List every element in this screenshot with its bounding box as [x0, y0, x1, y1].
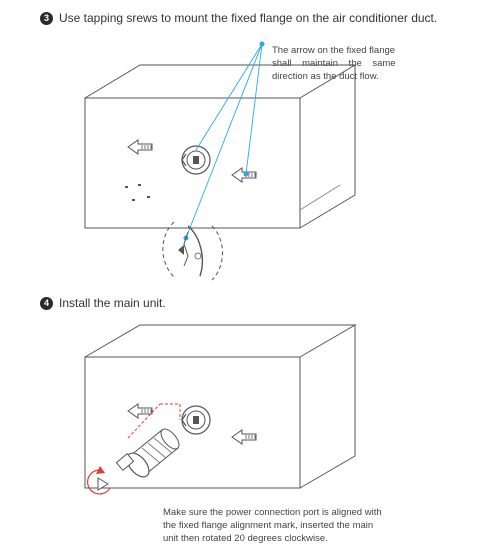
step-4-text: Install the main unit. — [59, 296, 166, 310]
screw-icon — [125, 184, 150, 201]
flange-detail-zoom — [162, 221, 223, 281]
duct-top-face — [84, 324, 357, 358]
step-4-badge: 4 — [40, 296, 53, 310]
leader-dot — [259, 41, 265, 47]
flange-icon — [181, 405, 211, 435]
step-3-note: The arrow on the fixed flange shall main… — [272, 44, 412, 83]
step-3-note-line: direction as the duct flow. — [272, 71, 379, 82]
step-3-duct-illustration — [84, 64, 357, 229]
step-3-note-line: shall maintain the same — [272, 58, 396, 69]
leader-lines — [185, 43, 263, 239]
step-4-arrow-right — [231, 429, 257, 445]
step-3-arrow-left — [127, 139, 153, 155]
step-4-note-line: Make sure the power connection port is a… — [163, 507, 382, 518]
step-4-note: Make sure the power connection port is a… — [163, 506, 433, 545]
step-4-note-line: the fixed flange alignment mark, inserte… — [163, 520, 374, 531]
step-3-note-line: The arrow on the fixed flange — [272, 45, 396, 56]
alignment-mark — [127, 403, 181, 439]
step-4-heading: 4 Install the main unit. — [40, 296, 166, 310]
leader-dot — [243, 171, 249, 177]
step-4-note-line: unit then rotated 20 degrees clockwise. — [163, 533, 328, 544]
duct-side-face — [299, 325, 356, 489]
main-unit-icon — [115, 428, 180, 478]
step-3-text: Use tapping srews to mount the fixed fla… — [59, 11, 438, 25]
flange-icon — [181, 145, 211, 175]
step-4-duct-illustration — [84, 324, 357, 489]
rotate-icon — [87, 466, 111, 495]
duct-side-face — [299, 65, 356, 229]
duct-top-face — [84, 64, 357, 99]
step-3-heading: 3 Use tapping srews to mount the fixed f… — [40, 11, 437, 25]
step-3-badge: 3 — [40, 11, 53, 25]
